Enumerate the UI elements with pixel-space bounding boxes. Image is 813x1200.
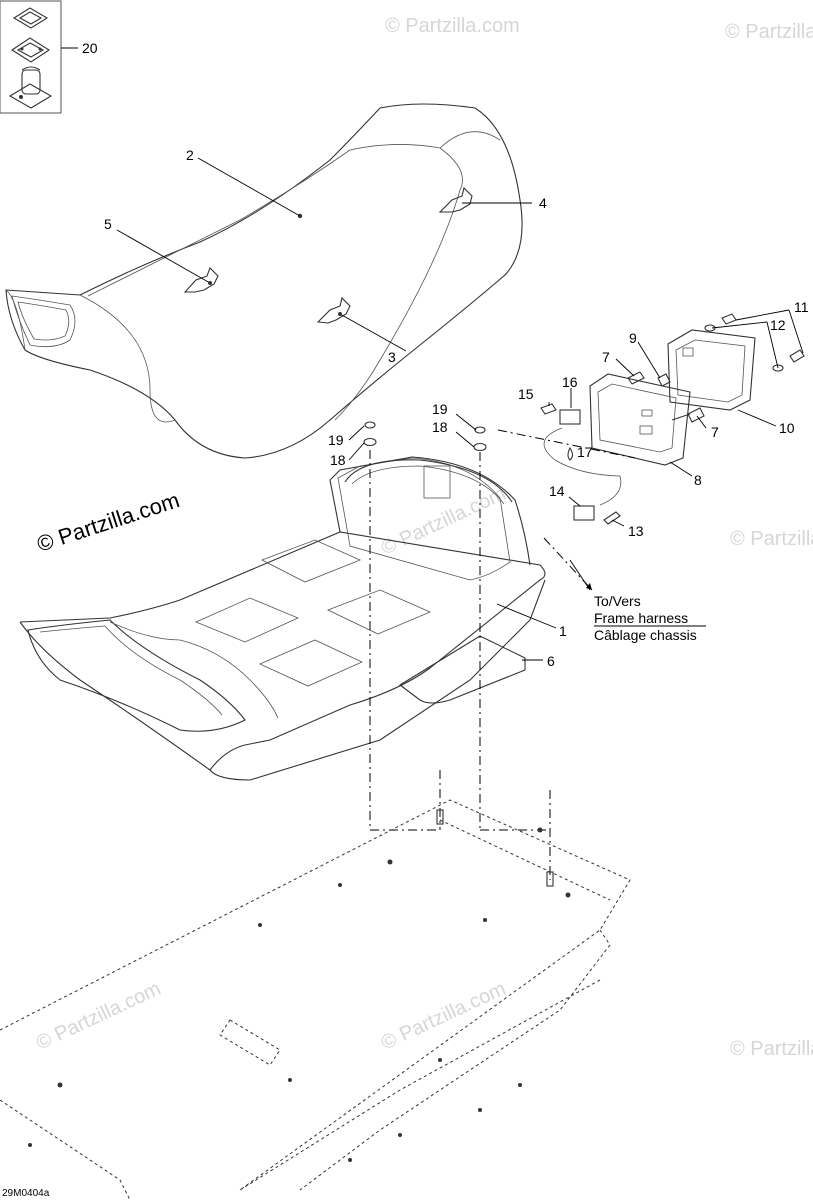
part-16-connector[interactable] — [559, 409, 581, 425]
part-11-screw-b[interactable] — [789, 349, 805, 363]
part-2-seat[interactable] — [5, 103, 523, 459]
callout-10: 10 — [779, 420, 795, 436]
part-4-decal[interactable] — [438, 186, 473, 213]
harness-wire — [543, 427, 622, 506]
part-7-screw-a[interactable] — [627, 371, 645, 385]
callout-17: 17 — [577, 444, 593, 460]
callout-7b: 7 — [711, 424, 719, 440]
callout-19b: 19 — [432, 401, 448, 417]
part-1-seat-base[interactable] — [19, 456, 546, 781]
callout-16: 16 — [562, 374, 578, 390]
callout-11: 11 — [794, 299, 809, 315]
watermark-top-right: © Partzilla.com — [725, 21, 813, 43]
part-17-sealant[interactable] — [567, 446, 574, 461]
watermark-main: © Partzilla.com — [34, 487, 183, 557]
part-6-lid[interactable] — [399, 635, 526, 704]
part-5-decal[interactable] — [183, 267, 219, 293]
part-12-washer-b[interactable] — [772, 364, 784, 372]
callout-5: 5 — [104, 216, 112, 232]
part-19-nut-b[interactable] — [474, 426, 486, 434]
callout-1: 1 — [559, 623, 567, 639]
chassis-tunnel — [0, 799, 631, 1200]
callout-labels: 20 2 4 5 3 11 12 9 7 16 15 10 7 19 18 19… — [82, 40, 809, 669]
callout-7a: 7 — [602, 349, 610, 365]
callout-9: 9 — [629, 330, 637, 346]
harness-note-line2: Frame harness — [594, 610, 688, 626]
callout-3: 3 — [388, 349, 396, 365]
stud-a — [436, 809, 444, 825]
callout-20: 20 — [82, 40, 98, 56]
callout-4: 4 — [539, 195, 547, 211]
callout-2: 2 — [186, 147, 194, 163]
watermark-low-right: © Partzilla.com — [730, 1038, 813, 1060]
part-13-terminal[interactable] — [603, 511, 621, 525]
callout-6: 6 — [547, 653, 555, 669]
part-8-bracket[interactable] — [589, 373, 691, 466]
harness-note: To/Vers Frame harness Câblage chassis — [594, 593, 706, 643]
part-20-inset[interactable] — [0, 0, 62, 114]
callout-15: 15 — [518, 386, 534, 402]
callout-18a: 18 — [330, 452, 346, 468]
watermark-mid-right: © Partzilla.com — [730, 528, 813, 550]
callout-13: 13 — [628, 523, 644, 539]
harness-note-line1: To/Vers — [594, 593, 641, 609]
callout-19a: 19 — [328, 432, 344, 448]
part-18-washer-b[interactable] — [473, 442, 487, 452]
part-19-nut-a[interactable] — [364, 421, 376, 429]
watermarks: © Partzilla.com © Partzilla.com © Partzi… — [33, 15, 813, 1060]
part-18-washer-a[interactable] — [363, 437, 377, 447]
callout-18b: 18 — [432, 419, 448, 435]
callout-8: 8 — [694, 472, 702, 488]
callout-14: 14 — [549, 483, 565, 499]
chassis-holes — [28, 827, 571, 1162]
watermark-top-center: © Partzilla.com — [385, 15, 520, 37]
part-11-screw-a[interactable] — [721, 313, 737, 325]
part-7-screw-b[interactable] — [671, 407, 705, 423]
watermark-low-center: © Partzilla.com — [378, 978, 509, 1055]
part-9-nut[interactable] — [657, 373, 671, 387]
part-15-terminal[interactable] — [540, 403, 557, 415]
callout-12: 12 — [770, 317, 786, 333]
part-3-decal[interactable] — [316, 296, 351, 324]
part-14-connector[interactable] — [573, 505, 595, 521]
part-10-taillight[interactable] — [667, 329, 756, 411]
watermark-low-left: © Partzilla.com — [33, 978, 164, 1055]
diagram-code: 29M0404a — [2, 1188, 50, 1199]
harness-note-line3: Câblage chassis — [594, 627, 697, 643]
watermark-mid-center: © Partzilla.com — [378, 483, 509, 560]
